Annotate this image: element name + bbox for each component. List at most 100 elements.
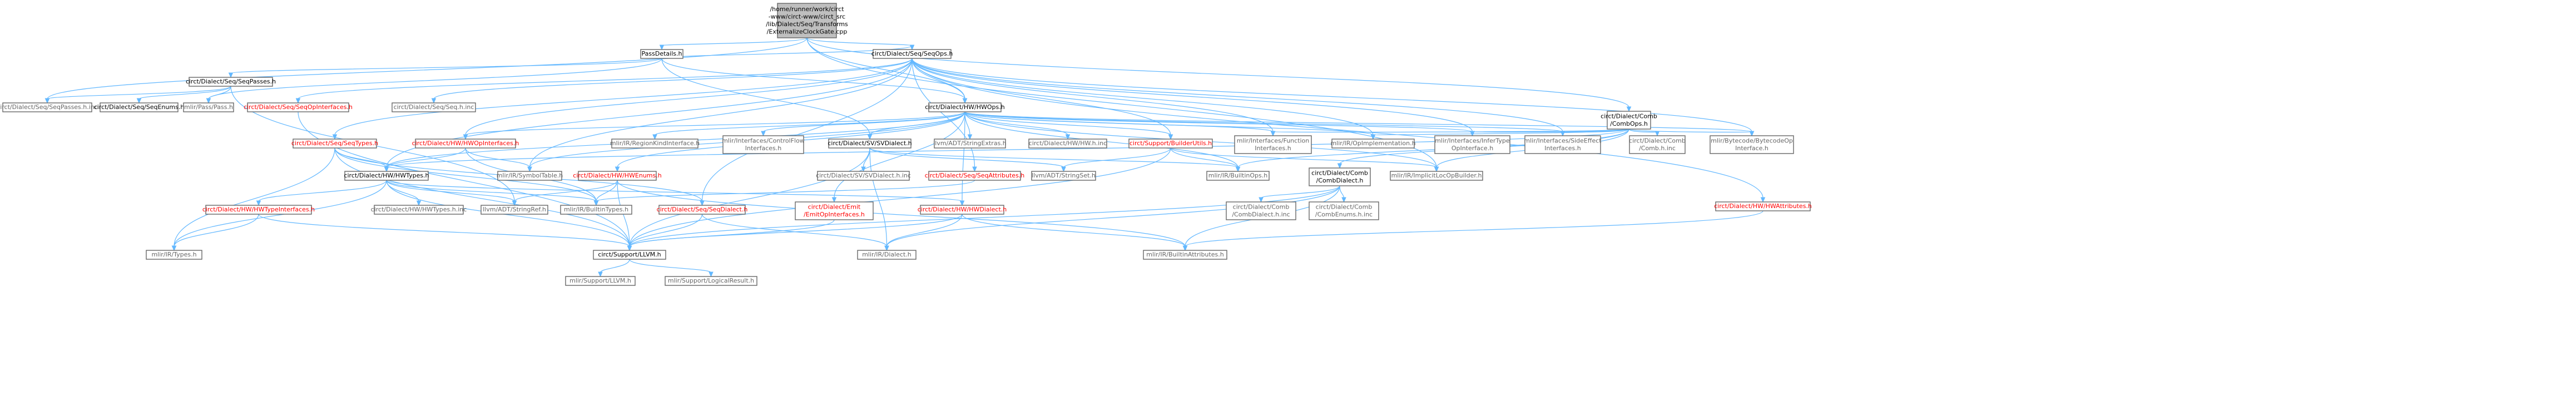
dependency-edge	[258, 214, 632, 251]
edge-arrowhead	[463, 134, 468, 140]
node-builderutils[interactable]: circt/Support/BuilderUtils.h	[1128, 139, 1213, 149]
edge-line	[596, 180, 975, 202]
edge-line	[258, 214, 630, 247]
edge-arrowhead	[1470, 131, 1475, 137]
dependency-edge	[911, 58, 1766, 203]
dependency-edge	[884, 214, 963, 251]
dependency-edge	[652, 111, 965, 140]
edge-line	[1339, 185, 1345, 199]
node-hwattributes[interactable]: circt/Dialect/HW/HWAttributes.h	[1714, 201, 1812, 211]
node-combdialecthinc: circt/Dialect/Comb/CombDialect.h.inc	[1226, 201, 1296, 220]
node-box	[1143, 250, 1227, 260]
node-combdialect[interactable]: circt/Dialect/Comb/CombDialect.h	[1309, 167, 1371, 186]
edge-line	[433, 58, 913, 100]
node-box	[560, 205, 632, 215]
node-hwdialect[interactable]: circt/Dialect/HW/HWDialect.h	[918, 205, 1007, 215]
node-label: circt/Support/LLVM.h	[598, 251, 661, 258]
node-label: /lib/Dialect/Seq/Transforms	[766, 21, 848, 28]
node-label: mlir/Support/LLVM.h	[569, 277, 631, 284]
node-box	[415, 139, 516, 149]
node-logicalresult: mlir/Support/LogicalResult.h	[665, 276, 757, 286]
node-seqopinterfaces[interactable]: circt/Dialect/Seq/SeqOpInterfaces.h	[244, 102, 353, 112]
edge-line	[964, 111, 1752, 132]
node-box	[497, 171, 562, 181]
edge-arrowhead	[652, 134, 657, 140]
node-svdialect[interactable]: circt/Dialect/SV/SVDialect.h	[828, 139, 912, 149]
edge-line	[911, 58, 1563, 132]
node-label: mlir/IR/BuiltinAttributes.h	[1146, 251, 1223, 258]
edge-line	[617, 180, 630, 247]
node-combops[interactable]: circt/Dialect/Comb/CombOps.h	[1601, 111, 1657, 130]
dependency-edge	[1182, 210, 1763, 251]
node-hwopinterfaces[interactable]: circt/Dialect/HW/HWOpInterfaces.h	[412, 139, 519, 149]
node-label: OpInterface.h	[1452, 145, 1493, 152]
dependency-edge	[627, 214, 703, 251]
dependency-edge	[295, 58, 913, 104]
dependency-edge	[1628, 129, 1755, 137]
edge-line	[529, 58, 913, 168]
node-implicitloc: mlir/IR/ImplicitLocOpBuilder.h	[1390, 171, 1483, 181]
node-emitopiface[interactable]: circt/Dialect/Emit/EmitOpInterfaces.h	[795, 201, 874, 220]
dependency-edge	[256, 180, 387, 206]
node-seqtypes[interactable]: circt/Dialect/Seq/SeqTypes.h	[291, 139, 378, 149]
node-box	[189, 77, 273, 87]
edge-arrowhead	[228, 72, 234, 78]
node-hwops[interactable]: circt/Dialect/HW/HWOps.h	[925, 102, 1005, 112]
node-passdetails[interactable]: PassDetails.h	[640, 49, 683, 59]
node-svdialecthinc: circt/Dialect/SV/SVDialect.h.inc	[816, 171, 911, 181]
edge-line	[661, 58, 870, 136]
node-seqpasses[interactable]: circt/Dialect/Seq/SeqPasses.h	[186, 77, 276, 87]
dependency-edge	[332, 58, 913, 140]
node-label: mlir/Interfaces/Function	[1237, 137, 1310, 144]
node-label: circt/Dialect/HW/HWAttributes.h	[1714, 202, 1812, 210]
node-combhinc: circt/Dialect/Comb/Comb.h.inc	[1629, 135, 1686, 154]
edge-arrowhead	[1434, 166, 1439, 172]
dependency-edge	[911, 58, 1276, 137]
node-label: circt/Dialect/Seq/SeqAttributes.h	[925, 172, 1025, 179]
node-llvmh[interactable]: circt/Support/LLVM.h	[593, 250, 666, 260]
edge-line	[1562, 129, 1629, 133]
edge-line	[1185, 210, 1763, 247]
edge-line	[964, 111, 1274, 132]
dependency-edge	[1259, 185, 1340, 203]
node-label: circt/Dialect/Comb	[1233, 203, 1290, 210]
edge-arrowhead	[700, 200, 705, 206]
node-label: mlir/Support/LogicalResult.h	[668, 277, 754, 284]
node-label: circt/Dialect/HW/HWTypeInterfaces.h	[202, 206, 315, 213]
node-hwtypeshinc: circt/Dialect/HW/HWTypes.h.inc	[371, 205, 467, 215]
edge-line	[386, 180, 515, 202]
edge-line	[465, 58, 913, 136]
edge-arrowhead	[659, 45, 665, 51]
node-seqenums[interactable]: circt/Dialect/Seq/SeqEnums.h	[94, 102, 185, 112]
node-seqops[interactable]: circt/Dialect/Seq/SeqOps.h	[871, 49, 953, 59]
edge-line	[208, 58, 662, 100]
edge-line	[298, 58, 913, 100]
dependency-edge	[384, 147, 466, 172]
node-hwtypes[interactable]: circt/Dialect/HW/HWTypes.h	[344, 171, 429, 181]
dependency-edge	[136, 86, 231, 104]
node-hwtypeinterfaces[interactable]: circt/Dialect/HW/HWTypeInterfaces.h	[202, 205, 315, 215]
node-box	[1390, 171, 1483, 181]
edge-line	[1170, 147, 1239, 168]
edge-arrowhead	[1370, 134, 1376, 140]
dependency-edge	[806, 37, 915, 51]
node-supportllvm: mlir/Support/LLVM.h	[565, 276, 636, 286]
node-mlirpass: mlir/Pass/Pass.h	[183, 102, 234, 112]
node-root[interactable]: /home/runner/work/circt-www/circt-www/ci…	[766, 3, 848, 38]
edge-line	[629, 214, 703, 247]
edge-arrowhead	[206, 98, 211, 104]
node-seqattributes[interactable]: circt/Dialect/Seq/SeqAttributes.h	[925, 171, 1025, 181]
edge-arrowhead	[1270, 131, 1276, 137]
dependency-edge	[964, 111, 1173, 140]
node-label: mlir/Pass/Pass.h	[184, 103, 233, 111]
node-hwenums[interactable]: circt/Dialect/HW/HWEnums.h	[573, 171, 662, 181]
node-label: /CombDialect.h.inc	[1232, 211, 1290, 218]
edge-line	[174, 214, 259, 247]
node-box	[611, 139, 699, 149]
node-seqpassesinc: circt/Dialect/Seq/SeqPasses.h.inc	[0, 102, 98, 112]
edge-line	[806, 37, 1629, 108]
dependency-edge	[962, 214, 1188, 251]
node-box	[1434, 135, 1510, 154]
node-seqdialect[interactable]: circt/Dialect/Seq/SeqDialect.h	[657, 205, 748, 215]
edge-arrowhead	[598, 271, 603, 278]
